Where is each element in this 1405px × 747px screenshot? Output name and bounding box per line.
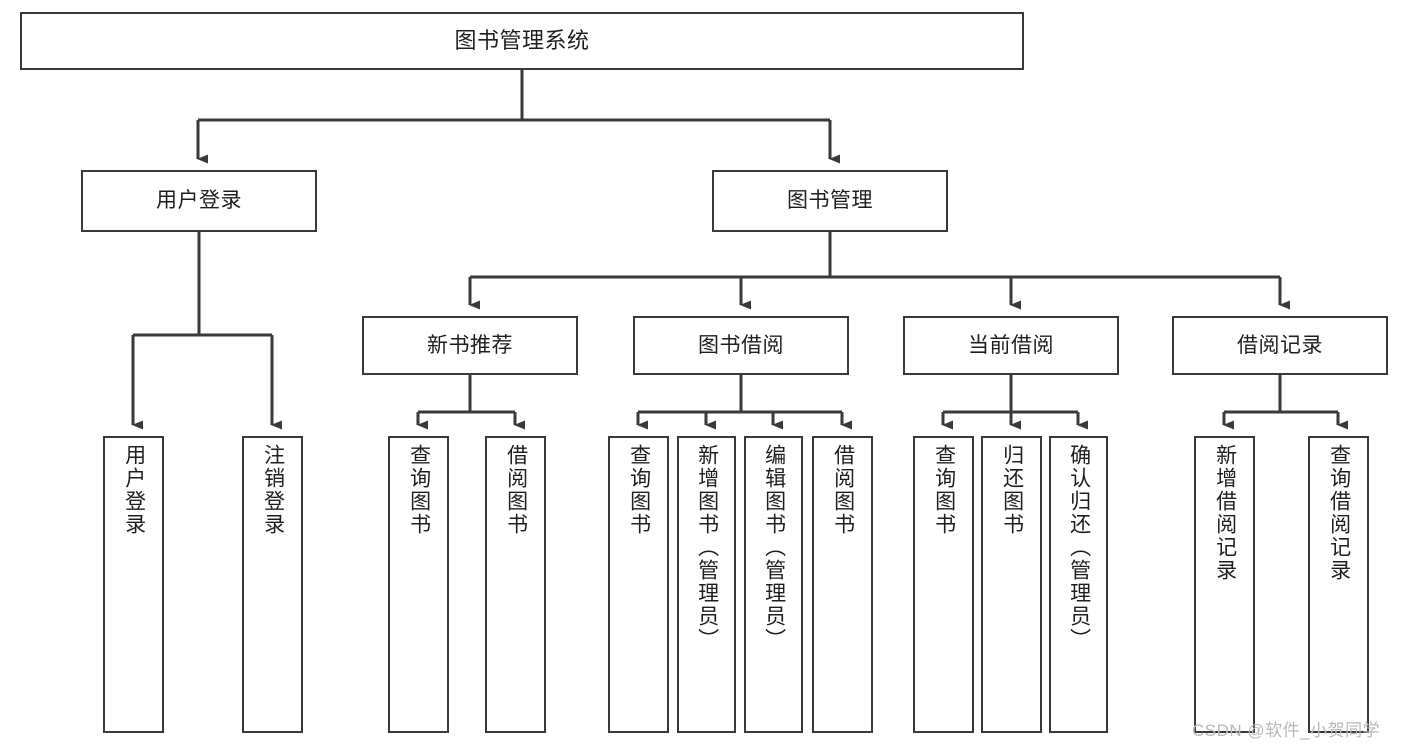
node-leaf-0[interactable]: 用户登录 <box>103 436 164 733</box>
node-label: 编辑图书（管理员） <box>762 444 786 651</box>
node-label: 新增图书（管理员） <box>695 444 719 651</box>
node-leaf-4[interactable]: 查询图书 <box>608 436 669 733</box>
node-level2-2[interactable]: 当前借阅 <box>903 316 1119 375</box>
node-leaf-11[interactable]: 新增借阅记录 <box>1194 436 1255 733</box>
node-leaf-1[interactable]: 注销登录 <box>242 436 303 733</box>
node-label: 图书管理系统 <box>454 27 590 53</box>
node-level2-3[interactable]: 借阅记录 <box>1172 316 1388 375</box>
node-leaf-3[interactable]: 借阅图书 <box>485 436 546 733</box>
node-label: 借阅图书 <box>504 444 528 536</box>
node-root-图书管理系统[interactable]: 图书管理系统 <box>20 12 1024 70</box>
node-leaf-8[interactable]: 查询图书 <box>913 436 974 733</box>
node-label: 新增借阅记录 <box>1213 444 1237 582</box>
node-level2-1[interactable]: 图书借阅 <box>633 316 849 375</box>
node-label: 新书推荐 <box>427 333 513 357</box>
node-label: 用户登录 <box>122 444 146 536</box>
node-leaf-10[interactable]: 确认归还（管理员） <box>1049 436 1108 733</box>
node-leaf-2[interactable]: 查询图书 <box>388 436 449 733</box>
node-level2-0[interactable]: 新书推荐 <box>362 316 578 375</box>
node-leaf-12[interactable]: 查询借阅记录 <box>1308 436 1369 733</box>
node-label: 查询图书 <box>407 444 431 536</box>
node-level1-1[interactable]: 图书管理 <box>712 170 948 232</box>
node-label: 确认归还（管理员） <box>1067 444 1091 651</box>
node-label: 当前借阅 <box>968 333 1054 357</box>
node-leaf-7[interactable]: 借阅图书 <box>812 436 873 733</box>
node-label: 图书管理 <box>787 189 873 213</box>
node-label: 借阅记录 <box>1237 333 1323 357</box>
node-leaf-9[interactable]: 归还图书 <box>981 436 1042 733</box>
node-label: 查询图书 <box>627 444 651 536</box>
node-label: 注销登录 <box>261 444 285 536</box>
node-leaf-6[interactable]: 编辑图书（管理员） <box>744 436 803 733</box>
node-label: 借阅图书 <box>831 444 855 536</box>
node-label: 图书借阅 <box>698 333 784 357</box>
node-label: 用户登录 <box>156 189 242 213</box>
node-label: 归还图书 <box>1000 444 1024 536</box>
node-label: 查询图书 <box>932 444 956 536</box>
csdn-watermark: CSDN @软件_小贺同学 <box>1192 721 1381 740</box>
node-level1-0[interactable]: 用户登录 <box>81 170 317 232</box>
node-label: 查询借阅记录 <box>1327 444 1351 582</box>
node-leaf-5[interactable]: 新增图书（管理员） <box>677 436 736 733</box>
